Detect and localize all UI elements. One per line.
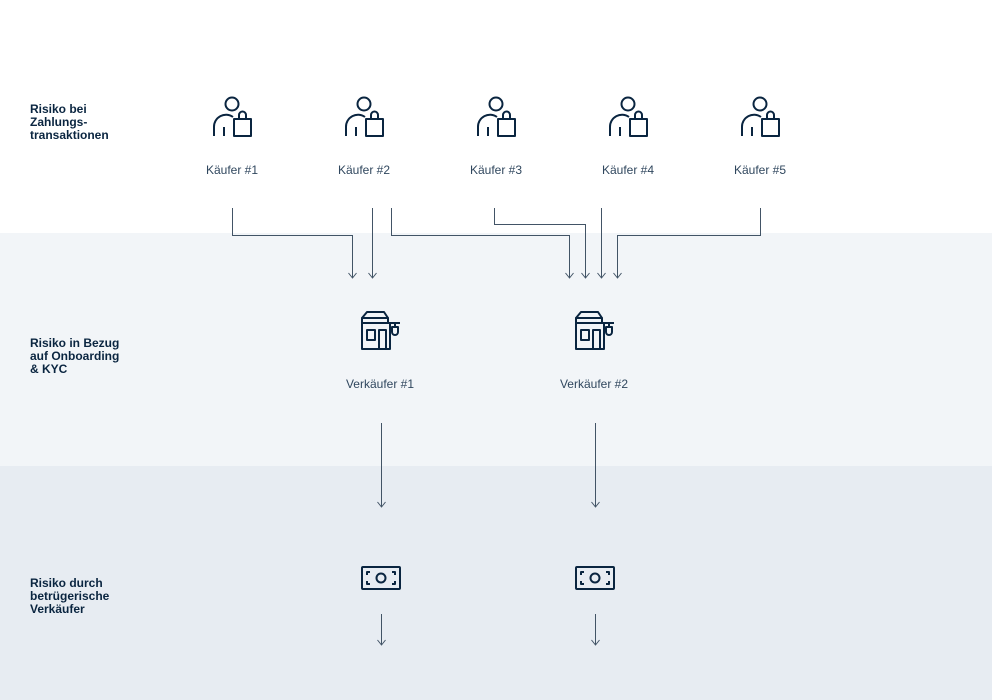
seller-label: Verkäufer #2 [559,377,629,391]
arrowhead [591,639,600,646]
row-label-fraud-risk: Risiko durch betrügerische Verkäufer [30,577,140,616]
storefront-icon [574,311,616,351]
row-label-line: & KYC [30,362,68,376]
row-band-fraudulent-sellers [0,466,992,700]
storefront-icon [360,311,402,351]
edge-buyer3-seller2 [494,208,586,278]
row-label-line: Risiko durch [30,576,103,590]
arrowhead [613,272,622,279]
arrowhead [368,272,377,279]
seller-label: Verkäufer #1 [345,377,415,391]
shopper-icon [608,96,650,138]
row-label-onboarding-risk: Risiko in Bezug auf Onboarding & KYC [30,337,140,376]
row-label-line: auf Onboarding [30,349,120,363]
buyer-label: Käufer #4 [601,163,655,177]
buyer-label: Käufer #2 [337,163,391,177]
shopper-icon [740,96,782,138]
arrowhead [581,272,590,279]
arrowhead [597,272,606,279]
row-label-line: Zahlungs- [30,115,88,129]
banknote-icon [361,566,401,590]
row-label-line: Verkäufer [30,602,85,616]
arrowhead [591,501,600,508]
arrowhead [348,272,357,279]
row-band-onboarding-kyc [0,233,992,466]
shopper-icon [476,96,518,138]
row-label-line: transaktionen [30,128,109,142]
arrowhead [377,639,386,646]
buyer-label: Käufer #3 [469,163,523,177]
row-label-line: Risiko in Bezug [30,336,120,350]
arrowhead [377,501,386,508]
banknote-icon [575,566,615,590]
buyer-label: Käufer #1 [205,163,259,177]
row-label-line: Risiko bei [30,102,87,116]
edge-buyer5-seller2 [617,208,761,278]
arrowhead [565,272,574,279]
shopper-icon [212,96,254,138]
edge-buyer2-seller2 [391,208,570,278]
edge-buyer1-seller1 [232,208,353,278]
shopper-icon [344,96,386,138]
row-label-line: betrügerische [30,589,110,603]
buyer-label: Käufer #5 [733,163,787,177]
row-label-payment-risk: Risiko bei Zahlungs- transaktionen [30,103,140,142]
